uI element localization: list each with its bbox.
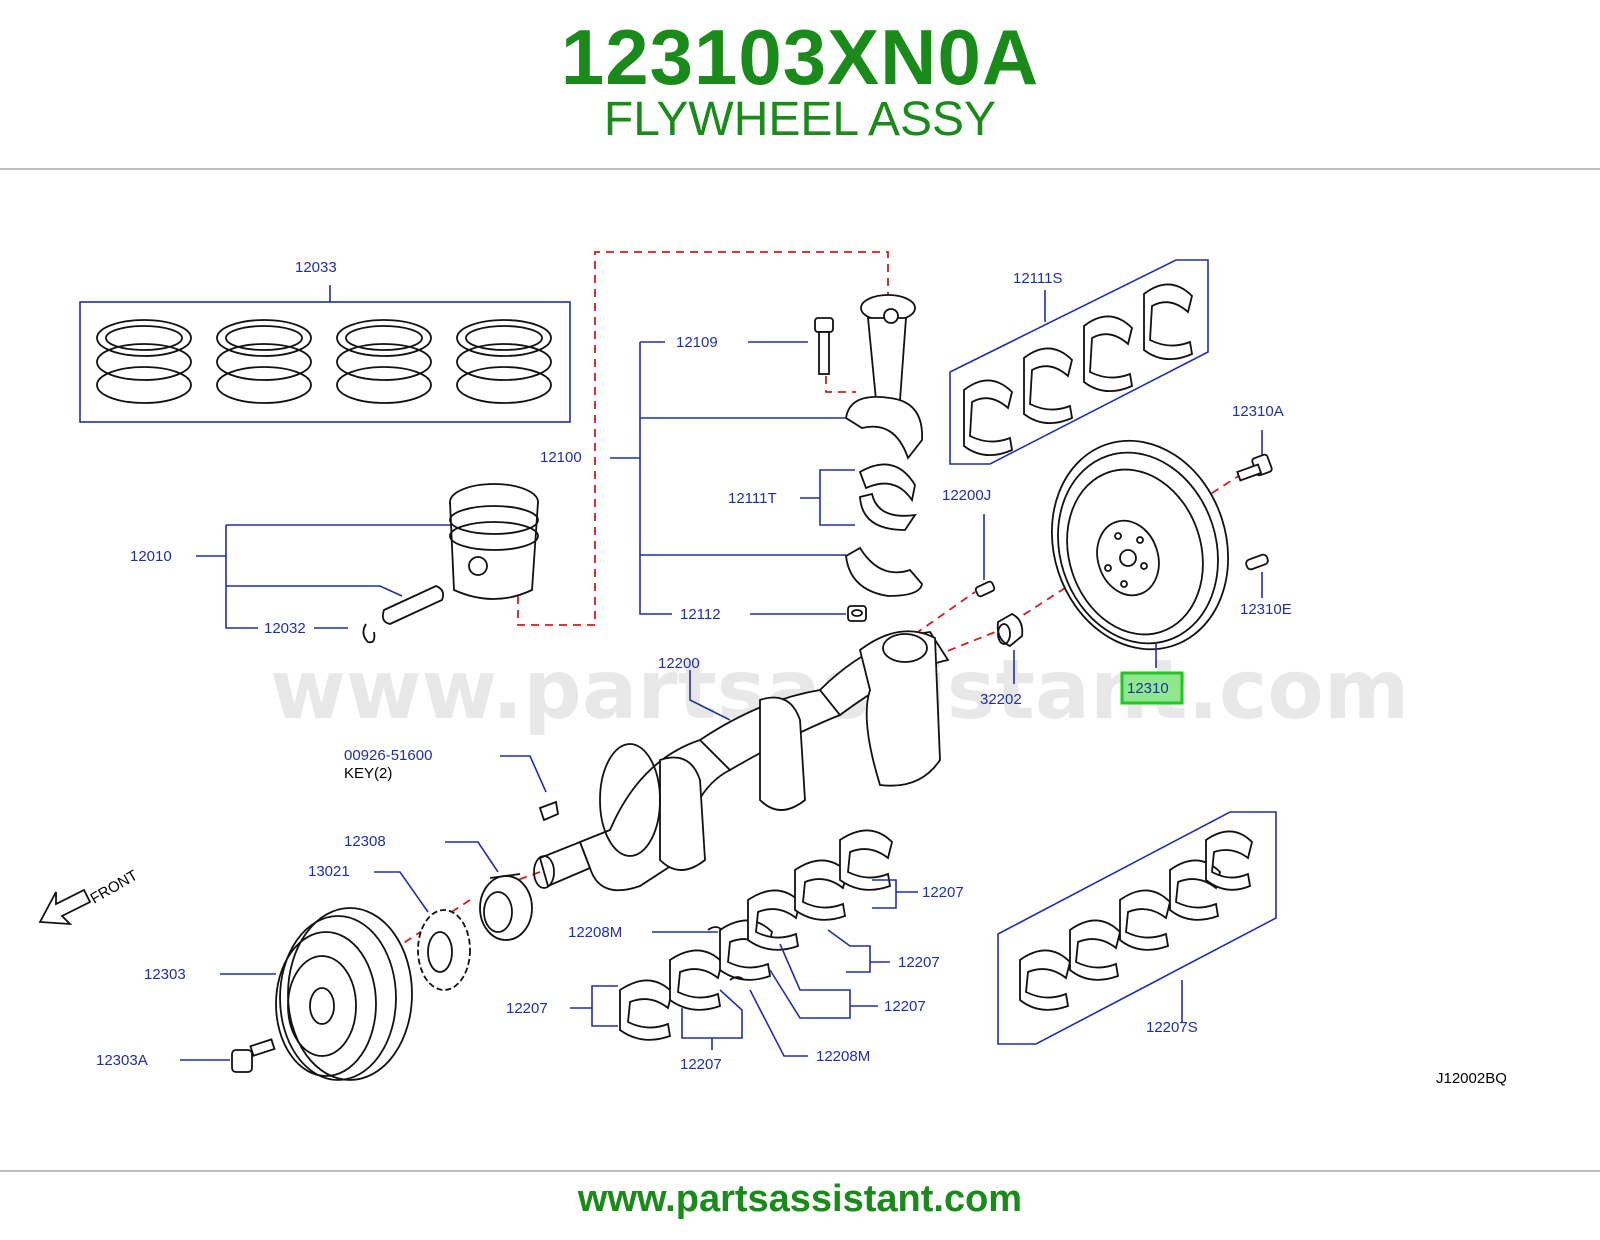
bearing-shell-icon: [1119, 889, 1171, 951]
callout-12207-d[interactable]: 12207: [506, 1000, 548, 1017]
exploded-view-svg: www.partsassistant.com 12033: [38, 251, 1507, 1087]
footer-url[interactable]: www.partsassistant.com: [577, 1178, 1023, 1220]
callout-12112[interactable]: 12112: [680, 606, 721, 623]
callout-00926-51600[interactable]: 00926-51600: [344, 747, 432, 764]
crankshaft-pin-icon: [974, 580, 996, 598]
bearing-shell-icon: [1023, 347, 1074, 424]
connecting-rod-bracket: [610, 341, 855, 615]
bearing-callout-brackets: [570, 879, 918, 1057]
callout-12200[interactable]: 12200: [658, 655, 700, 672]
front-label: FRONT: [88, 867, 141, 908]
callout-12208M-a[interactable]: 12208M: [568, 924, 622, 941]
crank-pulley-icon[interactable]: [275, 907, 413, 1081]
callout-12207-c[interactable]: 12207: [884, 998, 926, 1015]
callout-12010[interactable]: 12010: [130, 548, 172, 565]
rod-bolt-icon: [814, 317, 834, 375]
piston-ring-set-group[interactable]: [79, 285, 571, 423]
pulley-bolt-icon: [231, 1038, 276, 1073]
callout-12310A[interactable]: 12310A: [1232, 403, 1284, 420]
bearing-shell-icon: [963, 379, 1014, 456]
callout-12033[interactable]: 12033: [295, 259, 337, 276]
dowel-pin-icon: [1245, 553, 1269, 571]
callout-12207-a[interactable]: 12207: [922, 884, 964, 901]
flywheel-icon[interactable]: [1025, 418, 1254, 673]
pilot-bushing-icon: [996, 612, 1024, 648]
piston-pin-icon: [381, 585, 445, 625]
callout-12308[interactable]: 12308: [344, 833, 386, 850]
main-bearing-upper-set[interactable]: [949, 259, 1209, 465]
main-bearing-lower-shells: [619, 829, 893, 1041]
piston-bracket: [196, 524, 456, 629]
callout-13021[interactable]: 13021: [308, 863, 350, 880]
piston-ring-icon: [216, 319, 312, 404]
callout-12100[interactable]: 12100: [540, 449, 582, 466]
timing-sprocket-leader: [374, 871, 429, 913]
part-name-subtitle: FLYWHEEL ASSY: [603, 93, 997, 146]
connecting-rod-icon: [845, 294, 923, 460]
woodruff-key-icon: [538, 800, 560, 822]
callout-12303[interactable]: 12303: [144, 966, 186, 983]
crank-sprocket-icon: [479, 873, 533, 941]
header-divider: [0, 168, 1600, 170]
rod-cap-icon: [845, 546, 923, 597]
callout-12207S[interactable]: 12207S: [1146, 1019, 1198, 1036]
bearing-shell-icon: [1205, 830, 1253, 891]
snap-ring-icon: [362, 623, 376, 644]
bearing-shell-icon: [1019, 949, 1071, 1011]
callout-12111S[interactable]: 12111S: [1013, 270, 1063, 287]
callout-12032[interactable]: 12032: [264, 620, 306, 637]
key-leader: [500, 755, 547, 793]
callout-32202[interactable]: 32202: [980, 691, 1022, 708]
callout-12111T[interactable]: 12111T: [728, 490, 777, 507]
sprocket-leader: [445, 841, 499, 873]
bearing-shell-icon: [1143, 283, 1194, 360]
bearing-shell-icon: [1083, 315, 1134, 392]
piston-ring-icon: [456, 319, 552, 404]
highlighted-part-box[interactable]: [1120, 671, 1184, 705]
callout-12207-e[interactable]: 12207: [680, 1056, 722, 1073]
crankshaft-icon[interactable]: [533, 630, 950, 892]
callout-12208M-b[interactable]: 12208M: [816, 1048, 870, 1065]
crankshaft-leader: [689, 670, 731, 721]
footer-divider: [0, 1170, 1600, 1172]
callout-12207-b[interactable]: 12207: [898, 954, 940, 971]
rod-nut-icon: [847, 605, 867, 622]
key-quantity-label: KEY(2): [344, 765, 392, 782]
parts-diagram: www.partsassistant.com 12033: [0, 175, 1600, 1165]
piston-icon: [449, 483, 539, 600]
callout-12310[interactable]: 12310: [1127, 680, 1169, 697]
part-number-title: 123103XN0A: [560, 13, 1040, 101]
callout-12109[interactable]: 12109: [676, 334, 718, 351]
flywheel-bolt-icon: [1236, 453, 1273, 482]
piston-ring-icon: [96, 319, 192, 404]
main-bearing-lower-set[interactable]: [997, 811, 1277, 1045]
rod-bearing-icon: [858, 463, 917, 531]
front-direction-arrow: [38, 888, 92, 926]
piston-ring-icon: [336, 319, 432, 404]
diagram-code: J12002BQ: [1436, 1070, 1507, 1087]
callout-12310E[interactable]: 12310E: [1240, 601, 1292, 618]
callout-12303A[interactable]: 12303A: [96, 1052, 148, 1069]
bearing-shell-icon: [1069, 919, 1121, 981]
timing-sprocket-icon: [417, 909, 471, 991]
callout-12200J[interactable]: 12200J: [942, 487, 991, 504]
page-header: 123103XN0A FLYWHEEL ASSY: [0, 0, 1600, 168]
